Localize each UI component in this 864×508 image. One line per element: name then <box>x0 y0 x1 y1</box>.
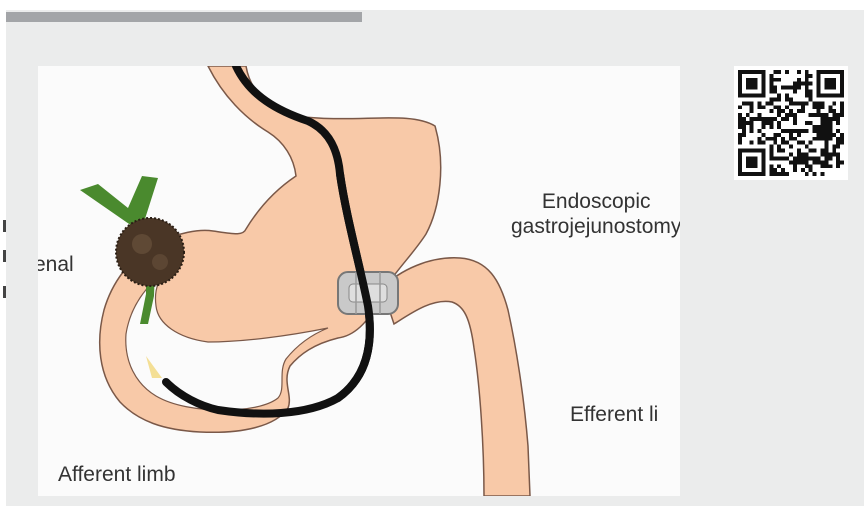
tumor <box>116 218 184 286</box>
edge-mark <box>3 250 6 262</box>
efferent-limb <box>382 258 530 496</box>
edge-mark <box>3 286 6 298</box>
qr-code-icon <box>734 66 848 180</box>
edge-mark <box>3 220 6 232</box>
label-endoscopic: Endoscopic <box>511 189 680 214</box>
label-duodenal-partial: enal <box>38 252 74 277</box>
anatomy-slide: Endoscopic gastrojejunostomy Efferent li… <box>38 66 680 496</box>
label-endoscopic-gastrojejunostomy: Endoscopic gastrojejunostomy <box>511 189 680 239</box>
label-afferent-limb: Afferent limb <box>58 462 176 487</box>
video-progress-bar[interactable] <box>6 12 362 22</box>
label-efferent-limb: Efferent li <box>570 402 658 427</box>
gastrojejunostomy-diagram <box>38 66 680 496</box>
video-progress-fill <box>6 12 362 22</box>
label-gastrojejunostomy: gastrojejunostomy <box>511 214 680 239</box>
